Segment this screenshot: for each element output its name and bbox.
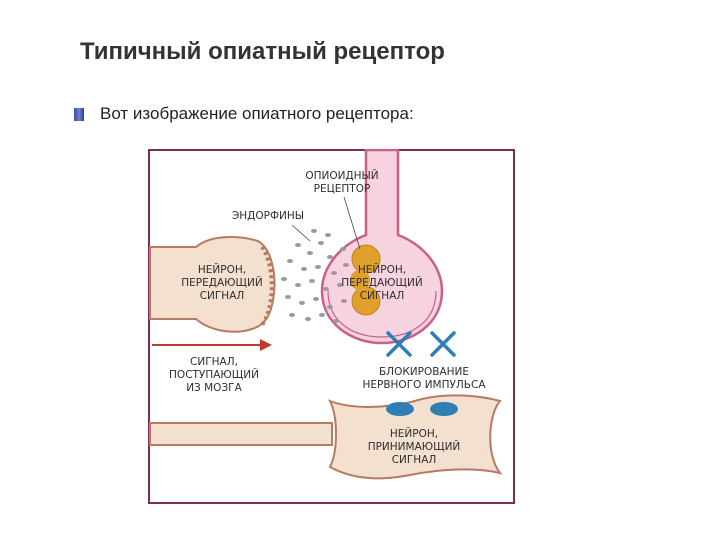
label-left-neuron-line1: НЕЙРОН, [198,263,246,276]
label-upper-neuron-line3: СИГНАЛ [360,290,405,302]
endorphins-leader-line [291,224,311,242]
label-upper-neuron-line1: НЕЙРОН, [358,263,406,276]
opioid-receptor-mid [350,270,370,290]
label-receiving-neuron-line1: НЕЙРОН, [390,427,438,440]
bullet-item: Вот изображение опиатного рецептора: [74,104,414,124]
receiving-neuron [149,422,333,446]
label-receiving-neuron-line2: ПРИНИМАЮЩИЙ [368,440,461,453]
brain-signal-arrowhead [260,339,272,351]
label-left-neuron-line2: ПЕРЕДАЮЩИЙ [181,276,262,289]
label-blocking-line2: НЕРВНОГО ИМПУЛЬСА [362,379,486,391]
label-left-neuron-line3: СИГНАЛ [200,290,245,302]
label-brain-signal-line3: ИЗ МОЗГА [186,382,242,394]
endorphin-particles [281,229,349,323]
receiving-receptor-left [386,402,414,416]
blocking-cross-left [386,331,412,357]
label-endorphins: ЭНДОРФИНЫ [232,210,304,222]
slide-title: Типичный опиатный рецептор [80,38,445,65]
label-opioid-receptor-line1: ОПИОИДНЫЙ [305,169,378,182]
bullet-text: Вот изображение опиатного рецептора: [100,104,414,123]
label-opioid-receptor-line2: РЕЦЕПТОР [314,183,371,195]
opioid-receptor-leader-line [343,196,361,250]
label-brain-signal-line2: ПОСТУПАЮЩИЙ [169,368,259,381]
blocking-cross-right [430,331,456,357]
left-neuron-membrane [260,245,274,327]
upper-sending-neuron [320,149,444,345]
upper-neuron-inner-line [327,290,437,338]
opioid-receptor-diagram: ОПИОИДНЫЙ РЕЦЕПТОР ЭНДОРФИНЫ НЕЙРОН, ПЕР… [148,149,515,504]
label-brain-signal-line1: СИГНАЛ, [190,356,238,368]
label-receiving-neuron-line3: СИГНАЛ [392,454,437,466]
label-upper-neuron-line2: ПЕРЕДАЮЩИЙ [341,276,422,289]
receiving-receptor-right [430,402,458,416]
square-bullet-icon [74,107,84,121]
label-blocking-line1: БЛОКИРОВАНИЕ [379,366,469,378]
receiving-neuron-body [327,394,503,480]
left-sending-neuron [149,236,276,333]
